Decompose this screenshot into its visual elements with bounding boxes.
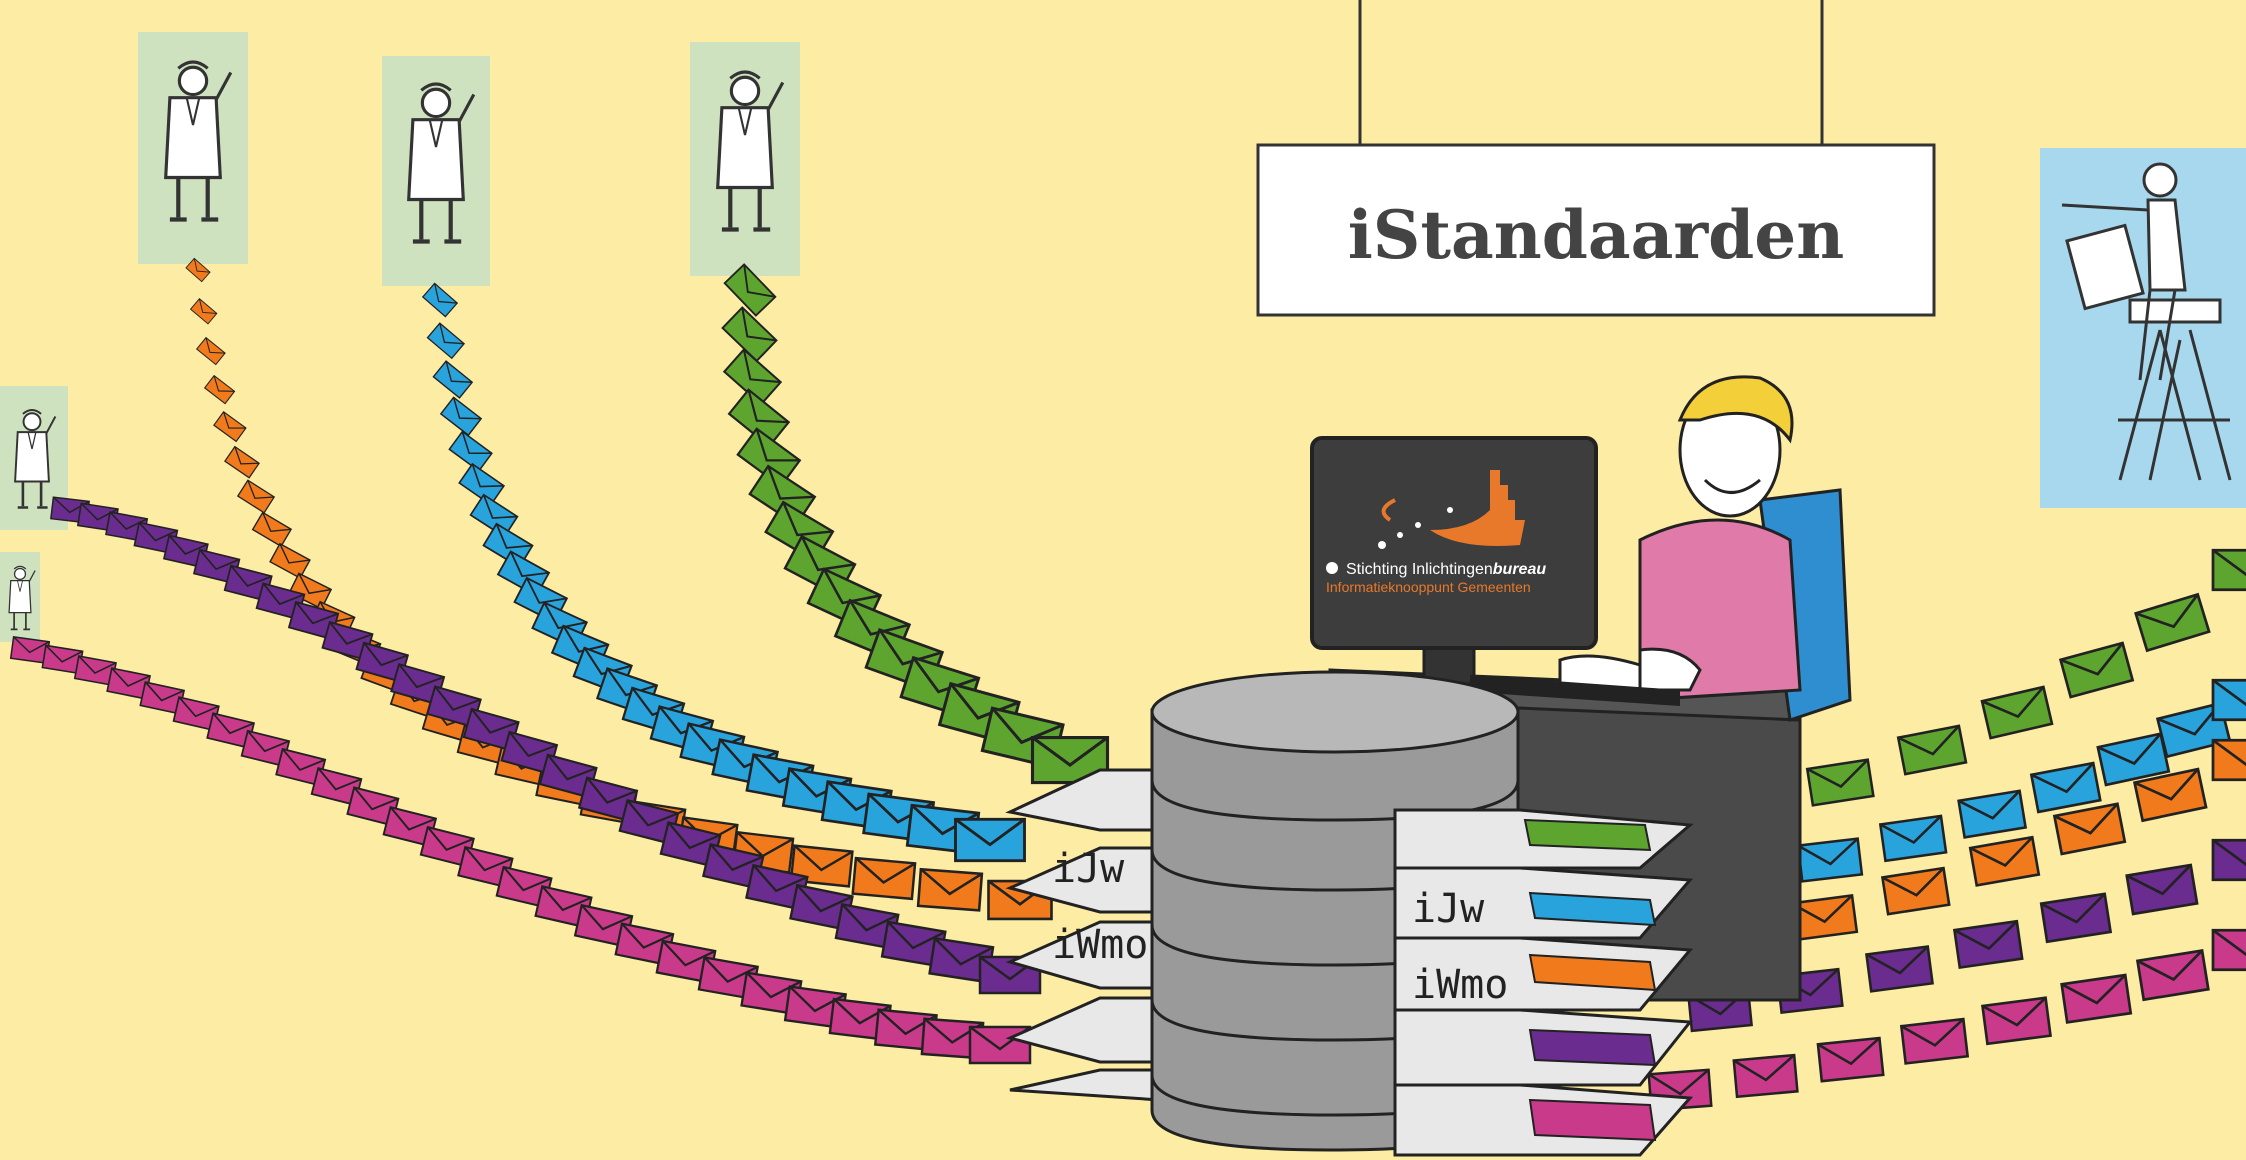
envelope-icon: [196, 337, 226, 366]
envelope-icon: [1900, 1017, 1969, 1065]
envelope-icon: [1981, 996, 2052, 1046]
envelope-icon: [432, 360, 473, 399]
envelope-icon: [204, 375, 236, 405]
envelope-icon: [237, 479, 275, 514]
envelope-icon: [1968, 835, 2041, 887]
envelope-icon: [2211, 928, 2246, 972]
lifeguard-figure-icon: [2061, 162, 2232, 481]
envelope-icon: [1732, 1053, 1799, 1098]
envelope-icon: [721, 306, 778, 362]
lifeguard-panel: [2040, 148, 2246, 508]
envelope-icon: [1881, 866, 1951, 916]
envelope-icon: [1816, 1036, 1885, 1083]
envelope-icon: [2136, 949, 2210, 1002]
tray-label-iwmo: iWmo: [1052, 922, 1148, 968]
tray-label-iwmo: iWmo: [1412, 962, 1508, 1008]
envelope-icon: [2211, 738, 2246, 782]
envelope-icon: [2060, 973, 2133, 1024]
logo-org-name: Stichting Inlichtingen: [1346, 561, 1493, 578]
envelope-icon: [1796, 837, 1864, 883]
envelope-icon: [440, 396, 482, 436]
envelope-icon: [1805, 758, 1875, 807]
envelope-icon: [2134, 593, 2211, 652]
document-tray-right: iJw iWmo: [1393, 808, 1694, 1157]
tray-label-ijw: iJw: [1412, 886, 1485, 932]
envelope-icon: [426, 322, 465, 359]
envelope-icon: [2039, 892, 2112, 944]
envelope-icon: [1896, 724, 1968, 776]
envelope-icon: [448, 430, 493, 472]
tray-label-ijw: iJw: [1052, 846, 1125, 892]
envelope-icon: [190, 298, 218, 325]
sign-title: iStandaarden: [1348, 196, 1845, 274]
envelope-icon: [422, 282, 458, 318]
care-provider-2: [382, 56, 490, 286]
envelope-icon: [2053, 802, 2127, 856]
envelope-icon: [1957, 789, 2027, 839]
envelope-icon: [1980, 685, 2054, 740]
envelope-icon: [251, 511, 292, 548]
person-at-computer: [1558, 375, 1852, 722]
monitor-icon: Stichting Inlichtingenbureau Informatiek…: [1310, 436, 1598, 686]
envelope-icon: [2030, 761, 2102, 814]
envelope-icon: [2125, 863, 2199, 916]
envelope-icon: [1865, 945, 1934, 993]
document-tray-left: iJw iWmo: [1005, 768, 1162, 1102]
envelope-icon: [954, 817, 1026, 863]
envelope-icon: [224, 446, 260, 479]
keyboard: [1470, 675, 1680, 706]
care-provider-3: [690, 42, 800, 276]
logo-subtitle: Informatieknooppunt Gemeenten: [1326, 579, 1531, 595]
envelope-icon: [916, 867, 984, 912]
envelope-icon: [2211, 678, 2246, 722]
envelope-icon: [1953, 919, 2024, 969]
envelope-icon: [2211, 548, 2246, 592]
care-provider-5: [0, 552, 40, 642]
envelope-icon: [2211, 838, 2246, 882]
envelope-icon: [2059, 641, 2134, 699]
care-provider-1: [138, 32, 248, 264]
svg-text:Stichting Inlichtingenbureau: Stichting Inlichtingenbureau: [1346, 561, 1546, 578]
envelope-icon: [851, 856, 917, 901]
envelope-icon: [1879, 814, 1948, 863]
logo-org-name-emphasis: bureau: [1493, 561, 1547, 578]
istandaarden-sign: iStandaarden: [1256, 0, 1936, 317]
envelope-icon: [269, 542, 311, 579]
envelope-icon: [213, 411, 247, 442]
